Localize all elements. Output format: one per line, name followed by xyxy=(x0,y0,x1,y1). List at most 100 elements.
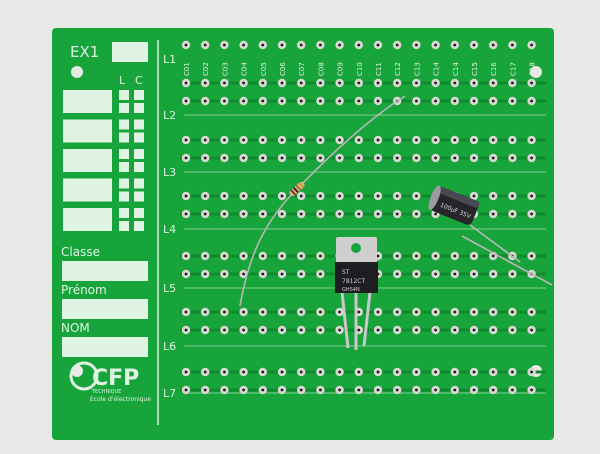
pad-hole xyxy=(491,43,495,47)
nom-label: NOM xyxy=(61,321,90,335)
pad-hole xyxy=(530,388,533,392)
pad-hole xyxy=(453,328,457,332)
column-label: C15 xyxy=(471,62,479,76)
pad-hole xyxy=(261,272,265,276)
pad-hole xyxy=(203,138,207,142)
pad-hole xyxy=(376,43,380,47)
regulator-leg xyxy=(340,291,350,349)
c-box xyxy=(134,149,144,159)
l-box xyxy=(119,119,129,130)
c-box xyxy=(134,178,144,189)
pad-hole xyxy=(223,194,226,198)
pad-hole xyxy=(376,370,380,374)
c-box xyxy=(134,90,144,100)
pad-hole xyxy=(530,194,533,198)
pad-hole xyxy=(242,310,246,314)
pad-hole xyxy=(395,328,399,332)
pad-hole xyxy=(530,138,533,142)
pad-hole xyxy=(338,370,341,374)
pad-hole xyxy=(203,370,207,374)
c-box xyxy=(134,119,144,130)
l-box xyxy=(119,191,129,202)
pad-hole xyxy=(434,272,437,276)
pad-hole xyxy=(184,99,188,103)
pad-hole xyxy=(472,138,476,142)
pad-hole xyxy=(434,156,437,160)
column-label: C14 xyxy=(433,62,441,76)
pad-hole xyxy=(184,272,188,276)
pad-hole xyxy=(319,370,322,374)
lc-header-c: C xyxy=(135,74,143,87)
pad-hole xyxy=(434,99,437,103)
resistor-band xyxy=(293,187,299,194)
column-label: C13 xyxy=(413,62,421,76)
pad-hole xyxy=(530,81,533,85)
mounting-hole xyxy=(71,66,83,78)
pad-hole xyxy=(395,388,399,392)
pad-hole xyxy=(223,254,226,258)
lc-header-l: L xyxy=(119,74,126,87)
pad-hole xyxy=(357,43,361,47)
pad-hole xyxy=(453,138,457,142)
pad-hole xyxy=(184,328,188,332)
column-label: C04 xyxy=(241,62,249,76)
pad-hole xyxy=(280,138,284,142)
pad-hole xyxy=(511,156,514,160)
pad-hole xyxy=(453,156,457,160)
pad-hole xyxy=(376,388,380,392)
pad-hole xyxy=(530,43,533,47)
l-box xyxy=(119,90,129,100)
pad-hole xyxy=(415,212,418,216)
name-box xyxy=(63,90,112,113)
logo-swirl-icon xyxy=(69,361,99,391)
pad-hole xyxy=(319,138,322,142)
pad-hole xyxy=(338,328,341,332)
pad-hole xyxy=(395,81,399,85)
resistor-band xyxy=(295,184,302,191)
pad-hole xyxy=(223,272,226,276)
column-label: C08 xyxy=(317,62,325,76)
column-label: C14 xyxy=(452,62,460,76)
pad-hole xyxy=(491,370,495,374)
pad-hole xyxy=(242,254,246,258)
column-label: C05 xyxy=(260,62,268,76)
pad-hole xyxy=(434,388,437,392)
pad-hole xyxy=(415,254,418,258)
pad-hole xyxy=(530,310,533,314)
pad-hole xyxy=(491,81,495,85)
pad-hole xyxy=(453,272,457,276)
pad-hole xyxy=(223,388,226,392)
pad-hole xyxy=(511,272,514,276)
pad-hole xyxy=(357,156,361,160)
name-box xyxy=(63,149,112,172)
pad-hole xyxy=(184,43,188,47)
pad-hole xyxy=(338,138,341,142)
pad-hole xyxy=(319,212,322,216)
column-label: C06 xyxy=(279,62,287,76)
pad-hole xyxy=(261,254,265,258)
pad-hole xyxy=(242,43,246,47)
name-box xyxy=(63,119,112,143)
c-box xyxy=(134,208,144,218)
pad-hole xyxy=(357,194,361,198)
pad-hole xyxy=(491,328,495,332)
pad-hole xyxy=(242,81,246,85)
pad-hole xyxy=(453,370,457,374)
pad-hole xyxy=(203,156,207,160)
pad-hole xyxy=(415,328,418,332)
pad-hole xyxy=(203,310,207,314)
capacitor-top xyxy=(428,185,441,210)
pad-hole xyxy=(280,388,284,392)
pad-hole xyxy=(472,43,476,47)
pad-hole xyxy=(280,212,284,216)
logo-brand: CFP xyxy=(92,366,139,391)
pad-hole xyxy=(453,99,457,103)
pad-hole xyxy=(491,138,495,142)
pad-hole xyxy=(319,81,322,85)
pad-hole xyxy=(242,272,246,276)
pad-hole xyxy=(203,272,207,276)
regulator-body xyxy=(335,262,378,293)
